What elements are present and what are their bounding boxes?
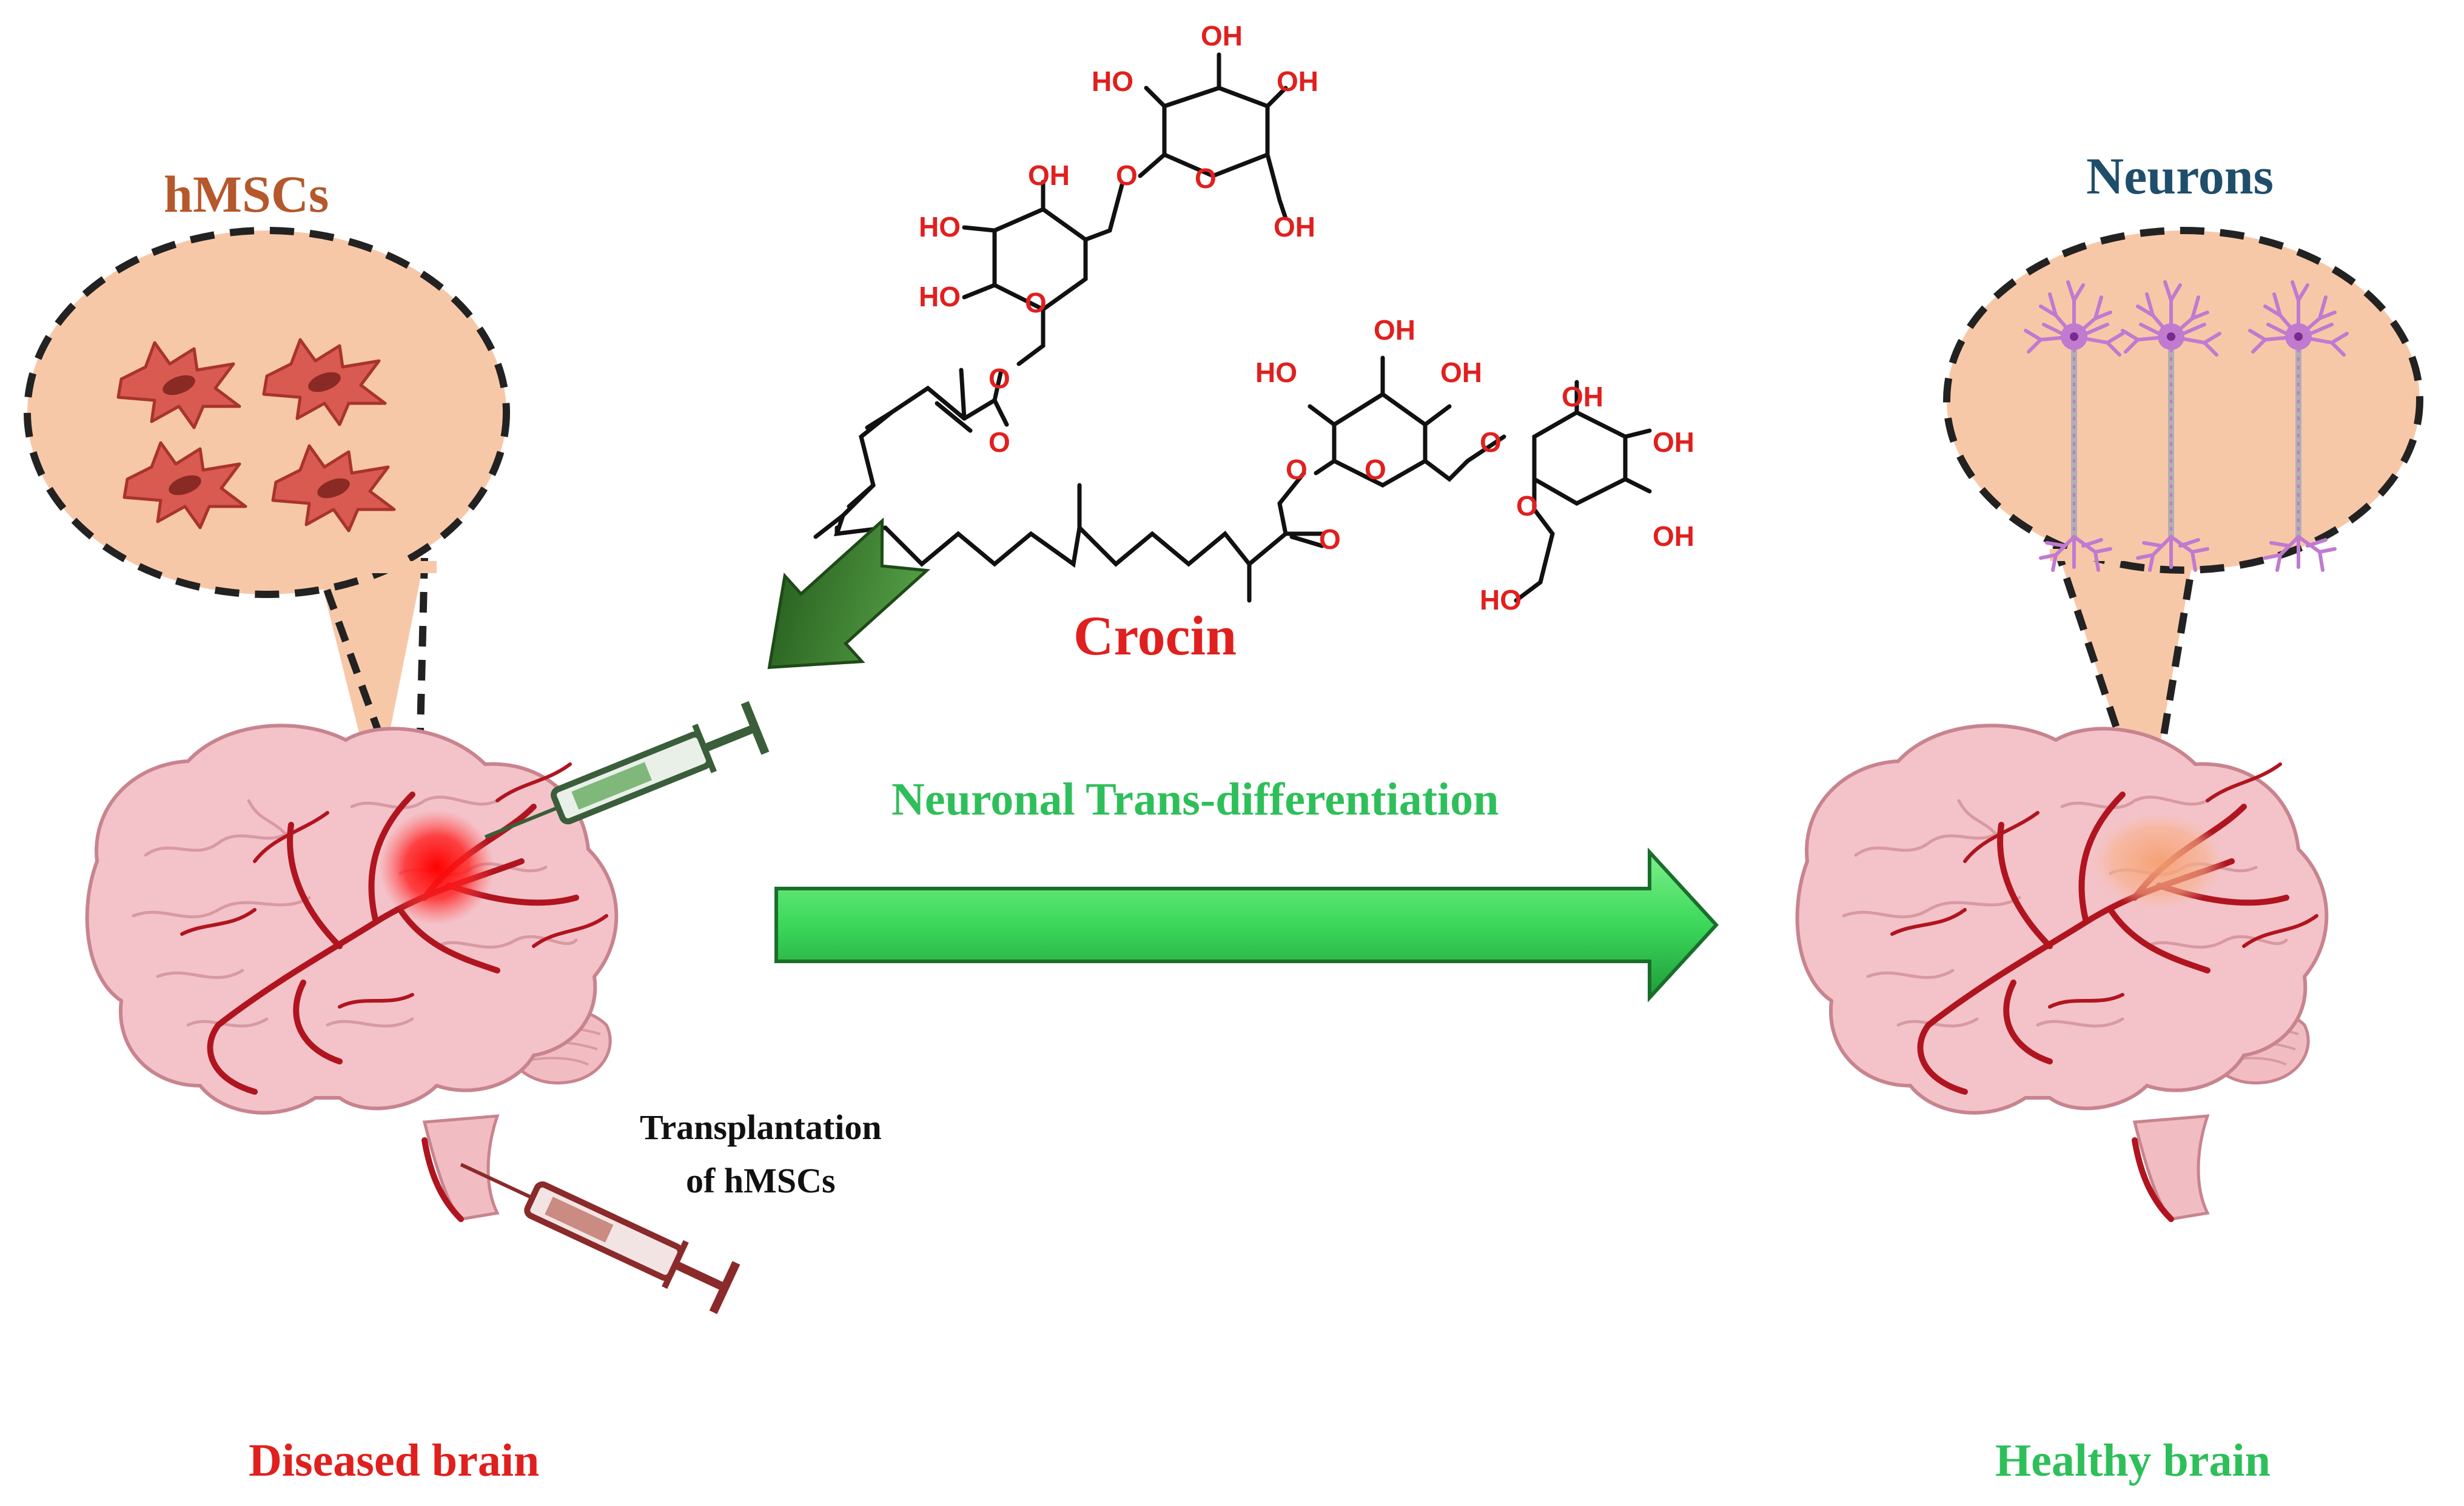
svg-text:HO: HO: [919, 281, 961, 312]
neurons-label: Neurons: [2086, 147, 2274, 205]
svg-text:O: O: [1516, 490, 1538, 522]
svg-text:O: O: [1319, 523, 1341, 555]
syringe-icon: [484, 701, 770, 839]
svg-text:O: O: [1480, 426, 1502, 458]
transplantation-line-2: of hMSCs: [686, 1161, 836, 1200]
svg-text:O: O: [1116, 160, 1138, 191]
healthy-brain-group: [1798, 227, 2423, 1222]
svg-text:OH: OH: [1374, 314, 1415, 346]
crocin-structure: [813, 52, 1652, 603]
diseased-brain-label: Diseased brain: [249, 1435, 540, 1486]
svg-text:O: O: [1286, 454, 1308, 485]
svg-text:OH: OH: [1440, 357, 1482, 388]
svg-text:HO: HO: [1092, 66, 1133, 97]
svg-text:O: O: [1025, 287, 1047, 318]
svg-text:HO: HO: [1480, 584, 1522, 616]
svg-text:OH: OH: [1028, 160, 1070, 191]
brain-icon: [1798, 725, 2327, 1222]
svg-text:O: O: [1195, 163, 1217, 194]
neurons-bubble-tail: [2056, 546, 2195, 819]
crocin-label: Crocin: [1073, 605, 1237, 667]
svg-text:HO: HO: [1255, 357, 1297, 388]
brain-icon: [87, 725, 617, 1222]
healthy-brain-label: Healthy brain: [1995, 1435, 2271, 1486]
crocin-atoms: OH HO OH O O OH OH HO HO O O O OH HO OH …: [919, 20, 1694, 616]
syringe-icon: [460, 1163, 740, 1314]
hmscs-bubble: [24, 227, 510, 598]
svg-text:HO: HO: [919, 211, 961, 243]
svg-text:O: O: [989, 363, 1010, 394]
svg-text:OH: OH: [1201, 20, 1243, 52]
arrow-icon: [774, 847, 1719, 1003]
healed-spot: [2092, 813, 2226, 910]
svg-text:O: O: [1365, 454, 1386, 485]
lesion-spot: [379, 810, 494, 925]
svg-text:OH: OH: [1274, 211, 1315, 243]
svg-text:OH: OH: [1562, 381, 1603, 412]
hmscs-label: hMSCs: [164, 165, 329, 223]
transplantation-label: Transplantation of hMSCs: [640, 1101, 882, 1208]
svg-text:O: O: [989, 426, 1010, 458]
trans-differentiation-label: Neuronal Trans-differentiation: [891, 774, 1499, 825]
svg-text:OH: OH: [1653, 426, 1694, 458]
hmscs-bubble-tail: [315, 558, 425, 801]
transplantation-line-1: Transplantation: [640, 1108, 882, 1147]
neurons-bubble: [1943, 227, 2423, 574]
arrow-icon: [767, 517, 931, 670]
svg-text:OH: OH: [1653, 520, 1694, 552]
svg-text:OH: OH: [1277, 66, 1318, 97]
diseased-brain-group: [24, 227, 770, 1314]
